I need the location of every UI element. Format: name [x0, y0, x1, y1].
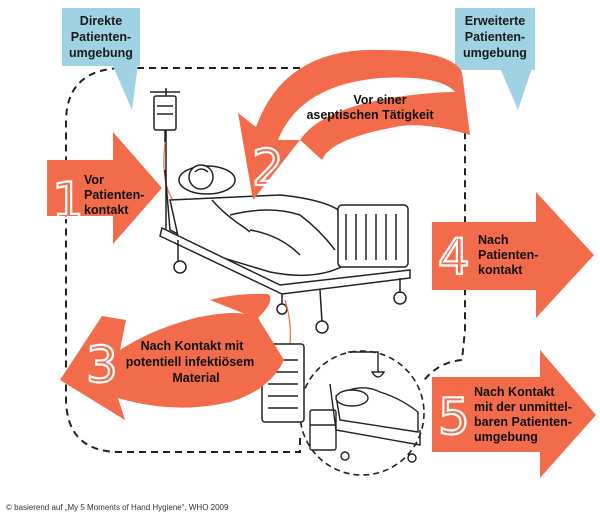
moment-4-label-line-2: Patienten- — [478, 248, 538, 262]
source-footnote: © basierend auf „My 5 Moments of Hand Hy… — [6, 503, 229, 512]
moment-5-label-line-2: mit der unmittel- — [474, 400, 572, 414]
callout-direct-line-3: umgebung — [69, 46, 133, 60]
moment-3-arrow: 3 Nach Kontakt mit potentiell infektiöse… — [60, 293, 284, 420]
direct-zone-boundary — [65, 67, 466, 453]
callout-direct-line-1: Direkte — [80, 14, 122, 28]
iv-drip-stand — [150, 88, 216, 235]
callout-extended-environment: Erweiterte Patienten- umgebung — [455, 8, 535, 110]
moment-1-number: 1 — [52, 172, 84, 230]
moment-1-arrow: 1 Vor Patienten- kontakt — [47, 132, 162, 244]
moment-4-number: 4 — [438, 228, 470, 286]
moment-5-label-line-1: Nach Kontakt — [474, 385, 555, 399]
moment-3-label-line-3: Material — [172, 371, 219, 385]
callout-extended-line-3: umgebung — [463, 46, 527, 60]
moment-4-arrow: 4 Nach Patienten- kontakt — [432, 192, 594, 318]
moment-3-label-line-2: potentiell infektiösem — [126, 355, 255, 369]
moment-4-label-line-3: kontakt — [478, 263, 523, 277]
moment-5-label-line-4: umgebung — [474, 430, 538, 444]
moment-5-label-line-3: baren Patienten- — [474, 415, 572, 429]
moment-1-label-line-3: kontakt — [84, 203, 129, 217]
moment-1-label-line-2: Patienten- — [84, 188, 144, 202]
moment-2-arrow: 2 Vor einer aseptischen Tätigkeit — [238, 49, 470, 200]
callout-extended-line-2: Patienten- — [465, 30, 525, 44]
moment-3-number: 3 — [86, 336, 118, 394]
callout-direct-line-2: Patienten- — [71, 30, 131, 44]
patient-in-bed — [159, 164, 411, 346]
moment-5-arrow: 5 Nach Kontakt mit der unmittel- baren P… — [432, 350, 596, 478]
callout-direct-environment: Direkte Patienten- umgebung — [62, 8, 140, 110]
moment-5-number: 5 — [438, 388, 470, 446]
moment-2-label-line-1: Vor einer — [353, 93, 406, 107]
moment-3-label-line-1: Nach Kontakt mit — [141, 339, 245, 353]
callout-extended-line-1: Erweiterte — [465, 14, 525, 28]
moment-2-label-line-2: aseptischen Tätigkeit — [306, 108, 434, 122]
moment-4-label-line-1: Nach — [478, 233, 509, 247]
empty-bed-with-bedside-table — [309, 351, 421, 463]
moment-1-label-line-1: Vor — [84, 173, 104, 187]
moment-2-number: 2 — [252, 139, 284, 197]
